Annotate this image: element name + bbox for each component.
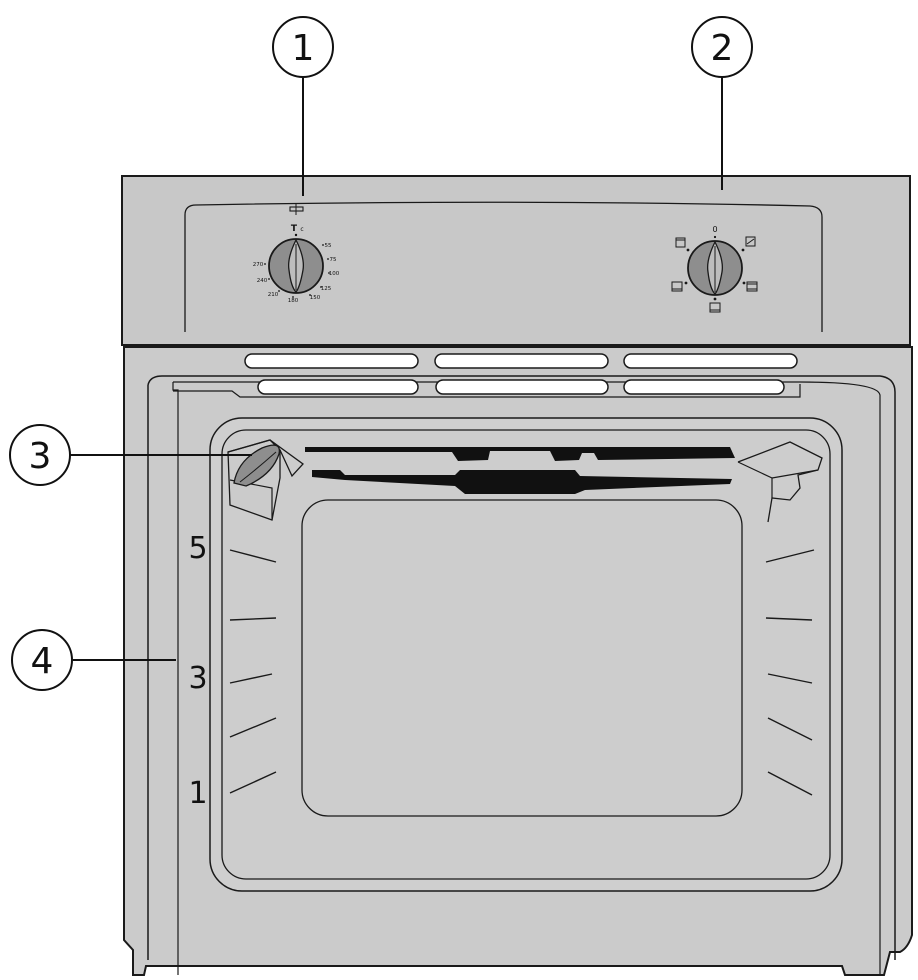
temperature-dial: T c 55 75 100 125 150 180 210 240 270 [253, 204, 340, 304]
callout-2: 2 [691, 16, 753, 78]
callout-leaders [70, 76, 723, 661]
temp-tick-125: 125 [321, 286, 332, 292]
callouts: 1 2 3 4 [9, 16, 753, 691]
bottom-heat-icon [709, 302, 721, 313]
shelf-level-3: 3 [188, 661, 207, 696]
temp-tick-75: 75 [330, 257, 337, 263]
temp-tick-150: 150 [310, 295, 321, 301]
function-symbols [671, 236, 758, 313]
temp-tick-210: 210 [268, 292, 279, 298]
svg-text:2: 2 [711, 28, 734, 69]
vent-slot [623, 379, 785, 395]
control-panel [121, 175, 911, 346]
vent-slot [623, 353, 798, 369]
shelf-level-1: 1 [188, 776, 207, 811]
callout-4: 4 [11, 629, 73, 691]
off-position-label: 0 [712, 225, 717, 234]
svg-text:4: 4 [31, 641, 54, 682]
temp-tick-270: 270 [253, 262, 264, 268]
shelf-level-labels: 5 3 1 [188, 531, 207, 811]
vent-slot [257, 379, 419, 395]
upper-heat-icon [675, 237, 686, 248]
temp-tick-100: 100 [329, 271, 340, 277]
vent-slots [244, 353, 798, 395]
back-panel [301, 499, 743, 817]
lamp-housing-right [737, 441, 823, 523]
temp-tick-240: 240 [257, 278, 268, 284]
temperature-symbol: T [291, 224, 298, 234]
temp-tick-180: 180 [288, 298, 299, 304]
vent-slot [435, 379, 609, 395]
callout-3: 3 [9, 424, 71, 486]
vent-slot [434, 353, 609, 369]
oven-lamp [227, 439, 304, 521]
svg-text:3: 3 [29, 436, 52, 477]
shelf-level-5: 5 [188, 531, 207, 566]
fan-heat-icon [746, 281, 758, 292]
callout-1: 1 [272, 16, 334, 78]
conventional-heat-icon [671, 281, 683, 292]
temperature-scale: 55 75 100 125 150 180 210 240 270 [253, 243, 340, 304]
svg-text:1: 1 [292, 28, 315, 69]
function-dial: 0 [671, 225, 758, 313]
oven-cavity [209, 417, 843, 892]
grill-icon [745, 236, 756, 247]
shelf-rails [229, 549, 815, 796]
degree-symbol: c [300, 226, 303, 233]
vent-slot [244, 353, 419, 369]
grill-element [305, 447, 735, 494]
temp-tick-55: 55 [325, 243, 332, 249]
